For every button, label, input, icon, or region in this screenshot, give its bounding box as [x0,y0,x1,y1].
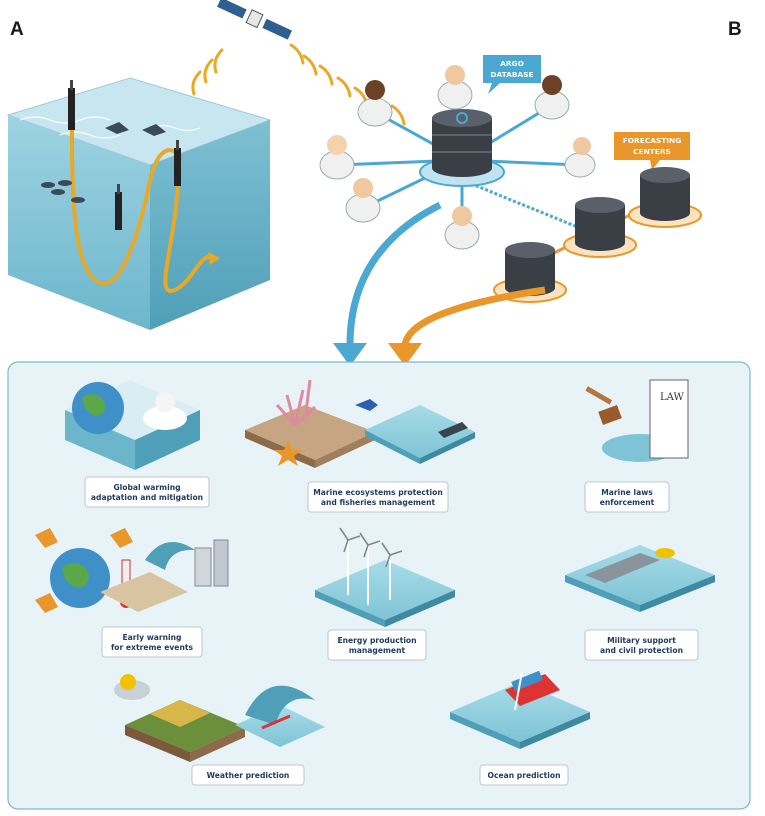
server-icon [432,109,492,177]
label-box [327,629,427,661]
scientist-icon [319,65,596,250]
label-line: and civil protection [600,646,683,655]
label-line: Global warming [113,483,180,492]
label-box [101,626,203,658]
label-line: adaptation and mitigation [91,493,203,502]
label-box [191,764,305,786]
illustration-energy-production [315,527,455,627]
label-box [584,481,670,513]
marine-life [41,122,166,203]
label-line: management [349,646,406,655]
forecasting-centers-callout: FORECASTING CENTERS [614,132,690,170]
label-line: Marine ecosystems protection [313,488,442,497]
illustration-weather-prediction [114,674,325,762]
panel-label-a: A [10,19,24,40]
label-line: Early warning [123,633,182,642]
label-line: enforcement [600,498,655,507]
callout-argo-line-1: ARGO [500,59,524,68]
label-box [479,764,569,786]
argo-database-callout: ARGO DATABASE [483,55,541,94]
satellite-icon [217,0,292,40]
callout-forecast-line-2: CENTERS [633,147,671,156]
illustration-military-support [565,545,715,612]
label-box [307,481,449,513]
label-box [584,629,699,661]
label-box [84,476,210,508]
illustration-marine-ecosystems [245,379,475,468]
illustration-early-warning [35,528,229,613]
panel-label-b: B [728,19,742,40]
forecasting-servers [493,167,702,303]
illustration-global-warming [65,380,200,470]
label-weather-prediction: Weather prediction [191,764,305,786]
label-line: for extreme events [111,643,193,652]
float-icon [68,80,181,230]
signal-wave-icon [191,43,406,126]
label-line: and fisheries management [321,498,436,507]
label-line: Military support [607,636,676,645]
flow-arrows [333,201,546,366]
label-line: Energy production [337,636,416,645]
label-line: Marine laws [601,488,653,497]
callout-forecast-line-1: FORECASTING [623,136,682,145]
float-trajectory [69,93,220,293]
label-line: Ocean prediction [487,771,560,780]
label-line: Weather prediction [207,771,290,780]
illustration-ocean-prediction [450,670,590,749]
ocean-block [6,77,272,330]
callout-argo-line-2: DATABASE [490,70,533,79]
label-ocean-prediction: Ocean prediction [479,764,569,786]
svg-text:LAW: LAW [660,392,684,403]
illustration-marine-laws: LAW [585,379,689,462]
